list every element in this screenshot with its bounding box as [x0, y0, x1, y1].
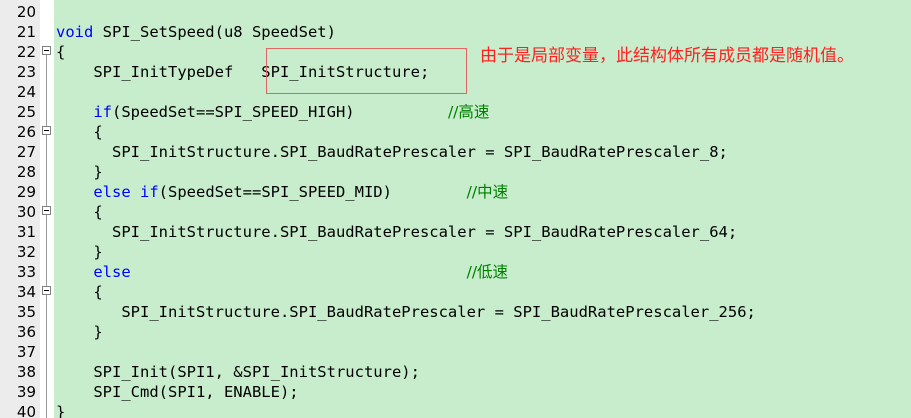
- code-token: [56, 183, 93, 201]
- code-line[interactable]: 37: [0, 342, 911, 362]
- code-text: }: [56, 402, 65, 418]
- code-text: }: [56, 242, 103, 262]
- line-number: 38: [16, 363, 36, 381]
- code-token: SPI_SetSpeed(u8 SpeedSet): [93, 23, 336, 41]
- line-number: 24: [16, 83, 36, 101]
- code-text: SPI_InitStructure.SPI_BaudRatePrescaler …: [56, 142, 728, 162]
- line-number: 23: [16, 63, 36, 81]
- line-number: 32: [16, 243, 36, 261]
- code-token: SPI_InitStructure.SPI_BaudRatePrescaler …: [56, 143, 728, 161]
- code-text: }: [56, 322, 103, 342]
- code-token: SPI_InitStructure.SPI_BaudRatePrescaler …: [56, 303, 756, 321]
- line-number: 36: [16, 323, 36, 341]
- line-number: 21: [16, 23, 36, 41]
- line-number: 31: [16, 223, 36, 241]
- line-number: 20: [16, 3, 36, 21]
- line-number: 22: [16, 43, 36, 61]
- code-token: }: [56, 163, 103, 181]
- code-text: {: [56, 122, 103, 142]
- code-text: }: [56, 162, 103, 182]
- code-token: }: [56, 243, 103, 261]
- comment-token: //高速: [447, 103, 490, 121]
- code-line[interactable]: 22 {: [0, 42, 911, 62]
- code-token: }: [56, 403, 66, 418]
- code-line[interactable]: 24: [0, 82, 911, 102]
- code-line[interactable]: 26 {: [0, 122, 911, 142]
- code-token: {: [56, 203, 103, 221]
- annotation-text: 由于是局部变量，此结构体所有成员都是随机值。: [480, 46, 854, 66]
- keyword-token: void: [56, 23, 94, 41]
- code-token: SPI_InitTypeDef SPI_InitStructure;: [56, 63, 430, 81]
- code-token: [131, 183, 140, 201]
- fold-toggle-icon[interactable]: [42, 126, 51, 135]
- fold-toggle-icon[interactable]: [42, 206, 51, 215]
- code-text: else //低速: [56, 262, 508, 282]
- code-token: }: [56, 323, 103, 341]
- line-number: 28: [16, 163, 36, 181]
- code-line[interactable]: 31 SPI_InitStructure.SPI_BaudRatePrescal…: [0, 222, 911, 242]
- code-line[interactable]: 29 else if(SpeedSet==SPI_SPEED_MID) //中速: [0, 182, 911, 202]
- code-line[interactable]: 36 }: [0, 322, 911, 342]
- code-line[interactable]: 21 void SPI_SetSpeed(u8 SpeedSet): [0, 22, 911, 42]
- code-line[interactable]: 40}: [0, 402, 911, 418]
- code-line[interactable]: 35 SPI_InitStructure.SPI_BaudRatePrescal…: [0, 302, 911, 322]
- code-token: {: [56, 123, 103, 141]
- code-token: SPI_Cmd(SPI1, ENABLE);: [56, 383, 299, 401]
- line-number: 34: [16, 283, 36, 301]
- code-line[interactable]: 39 SPI_Cmd(SPI1, ENABLE);: [0, 382, 911, 402]
- code-token: SPI_Init(SPI1, &SPI_InitStructure);: [56, 363, 420, 381]
- keyword-token: else: [93, 183, 131, 201]
- fold-toggle-icon[interactable]: [42, 286, 51, 295]
- code-text: void SPI_SetSpeed(u8 SpeedSet): [56, 22, 336, 42]
- line-number: 39: [16, 383, 36, 401]
- code-text: SPI_Cmd(SPI1, ENABLE);: [56, 382, 299, 402]
- code-token: [56, 263, 93, 281]
- code-line[interactable]: 25 if(SpeedSet==SPI_SPEED_HIGH) //高速: [0, 102, 911, 122]
- code-text: {: [56, 202, 103, 222]
- line-number: 37: [16, 343, 36, 361]
- line-number: 27: [16, 143, 36, 161]
- code-line[interactable]: 30 {: [0, 202, 911, 222]
- code-token: {: [56, 283, 103, 301]
- code-line[interactable]: 28 }: [0, 162, 911, 182]
- code-text: if(SpeedSet==SPI_SPEED_HIGH) //高速: [56, 102, 489, 122]
- line-number: 30: [16, 203, 36, 221]
- line-number: 40: [16, 403, 36, 418]
- keyword-token: if: [140, 183, 159, 201]
- fold-guide-line: [46, 52, 47, 418]
- code-text: {: [56, 282, 103, 302]
- code-token: (SpeedSet==SPI_SPEED_HIGH): [112, 103, 448, 121]
- code-token: SPI_InitStructure.SPI_BaudRatePrescaler …: [56, 223, 738, 241]
- code-line[interactable]: 38 SPI_Init(SPI1, &SPI_InitStructure);: [0, 362, 911, 382]
- code-text: SPI_InitStructure.SPI_BaudRatePrescaler …: [56, 302, 756, 322]
- line-number: 25: [16, 103, 36, 121]
- code-token: [56, 103, 93, 121]
- code-line[interactable]: 20: [0, 2, 911, 22]
- line-number: 35: [16, 303, 36, 321]
- keyword-token: else: [93, 263, 131, 281]
- code-line[interactable]: 27 SPI_InitStructure.SPI_BaudRatePrescal…: [0, 142, 911, 162]
- code-text: SPI_Init(SPI1, &SPI_InitStructure);: [56, 362, 420, 382]
- keyword-token: if: [93, 103, 112, 121]
- code-line[interactable]: 34 {: [0, 282, 911, 302]
- code-token: (SpeedSet==SPI_SPEED_MID): [158, 183, 467, 201]
- annotation-highlight-box: [266, 48, 467, 94]
- code-line[interactable]: 33 else //低速: [0, 262, 911, 282]
- line-number: 26: [16, 123, 36, 141]
- code-text: else if(SpeedSet==SPI_SPEED_MID) //中速: [56, 182, 508, 202]
- line-number-gutter: [0, 0, 40, 418]
- code-text: {: [56, 42, 65, 62]
- code-text: SPI_InitTypeDef SPI_InitStructure;: [56, 62, 429, 82]
- code-text: SPI_InitStructure.SPI_BaudRatePrescaler …: [56, 222, 737, 242]
- code-line[interactable]: 23 SPI_InitTypeDef SPI_InitStructure;: [0, 62, 911, 82]
- code-token: [131, 263, 467, 281]
- comment-token: //中速: [466, 183, 509, 201]
- line-number: 33: [16, 263, 36, 281]
- fold-toggle-icon[interactable]: [42, 46, 51, 55]
- comment-token: //低速: [466, 263, 509, 281]
- line-number: 29: [16, 183, 36, 201]
- code-line[interactable]: 32 }: [0, 242, 911, 262]
- code-token: {: [56, 43, 66, 61]
